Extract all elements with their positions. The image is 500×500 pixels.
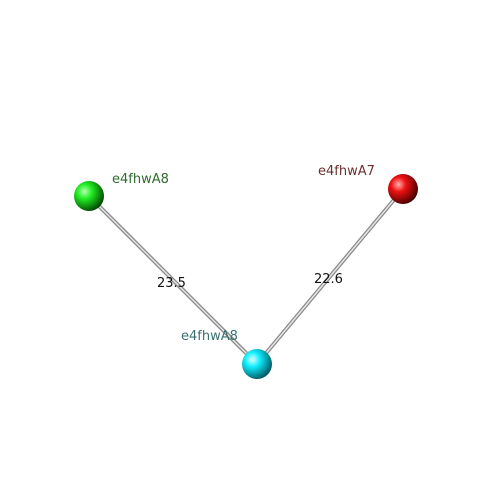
node-label-cyan: e4fhwA8 <box>181 329 238 344</box>
edge-label-green-cyan: 23.5 <box>157 276 186 291</box>
node-label-red: e4fhwA7 <box>318 164 375 179</box>
edge-label-red-cyan: 22.6 <box>314 272 343 287</box>
node-cyan-sphere[interactable] <box>242 349 272 379</box>
node-label-green: e4fhwA8 <box>112 172 169 187</box>
node-red-sphere[interactable] <box>388 174 418 204</box>
edge-green-cyan <box>87 194 259 366</box>
node-green-sphere[interactable] <box>74 181 104 211</box>
edge-red-cyan <box>255 187 405 366</box>
